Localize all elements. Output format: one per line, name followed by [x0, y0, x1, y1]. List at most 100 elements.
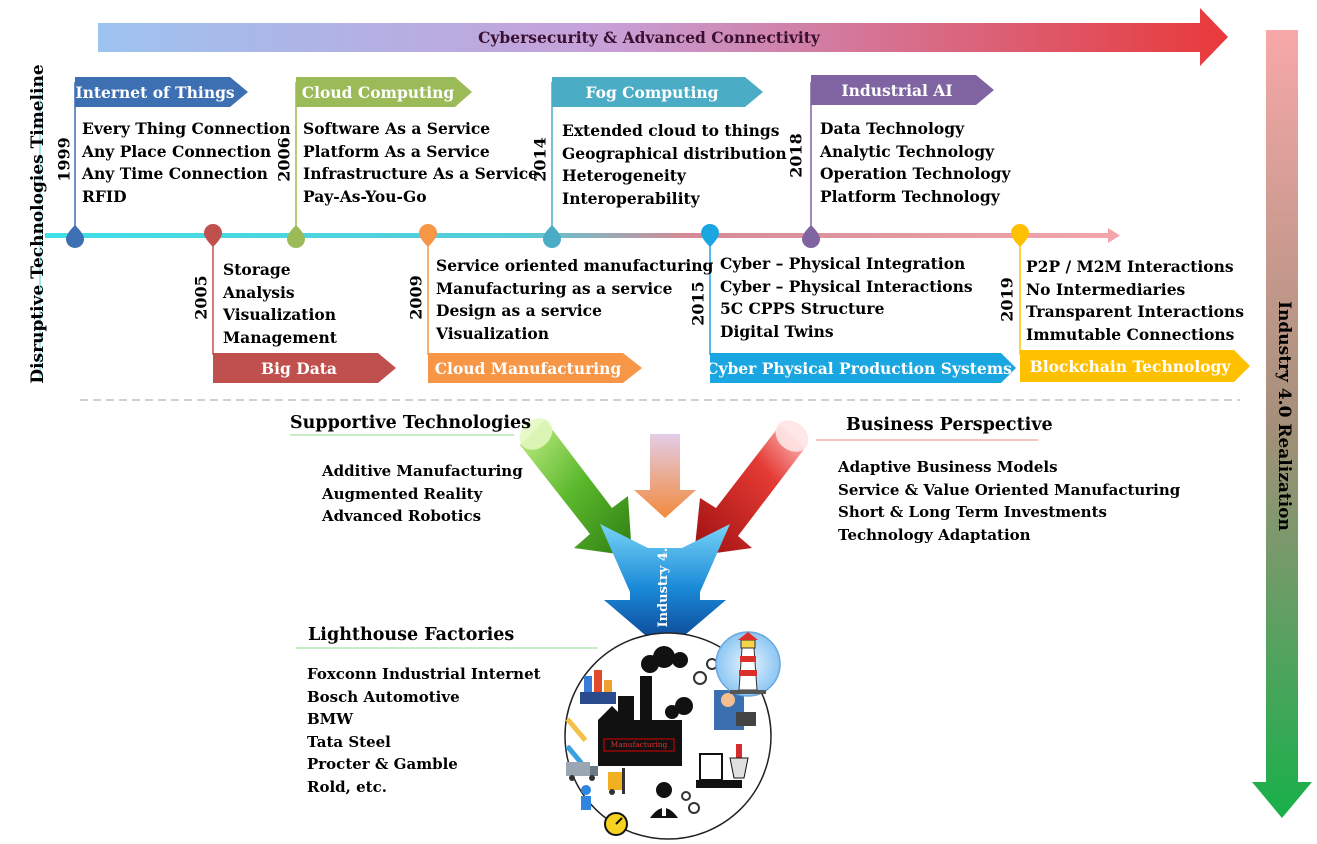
- industry40-arrow: [600, 524, 730, 652]
- tag-industrial-ai: Industrial AI: [841, 80, 953, 100]
- list-item: Any Place Connection: [82, 141, 272, 161]
- list-item: Geographical distribution: [562, 143, 787, 163]
- list-item: 5C CPPS Structure: [720, 299, 885, 318]
- middle-arrow: [634, 434, 696, 518]
- business-arrow: [694, 425, 805, 556]
- year-2018: 2018: [786, 133, 806, 178]
- list-item: Platform Technology: [820, 186, 1000, 206]
- list-item: Manufacturing as a service: [436, 278, 673, 298]
- list-item: Immutable Connections: [1026, 324, 1235, 344]
- year-2019: 2019: [997, 277, 1017, 322]
- engineer-icon: [650, 782, 678, 818]
- list-item: P2P / M2M Interactions: [1026, 257, 1234, 276]
- top-banner-arrow: [98, 8, 1228, 66]
- iot-items: Every Thing Connection Any Place Connect…: [82, 118, 291, 208]
- list-item: Storage: [223, 260, 291, 279]
- factory-sign: Manufacturing: [610, 740, 668, 749]
- list-item: Management: [223, 327, 337, 347]
- list-item: Pay-As-You-Go: [303, 186, 427, 206]
- list-item: Bosch Automotive: [307, 687, 460, 706]
- tag-cpps: Cyber Physical Production Systems: [706, 358, 1012, 378]
- list-item: Cyber – Physical Interactions: [720, 276, 973, 296]
- truck-icon: [566, 762, 598, 781]
- factory-illustration: [564, 631, 781, 840]
- year-2009: 2009: [406, 275, 426, 320]
- list-item: Digital Twins: [720, 321, 834, 341]
- list-item: Data Technology: [820, 119, 965, 138]
- industry40-label: Industry 4.0: [656, 538, 671, 628]
- list-item: Technology Adaptation: [838, 525, 1031, 544]
- list-item: Service oriented manufacturing: [436, 256, 714, 275]
- list-item: Augmented Reality: [322, 484, 483, 503]
- top-banner-label: Cybersecurity & Advanced Connectivity: [478, 28, 820, 47]
- list-item: Cyber – Physical Integration: [720, 254, 966, 273]
- gauge-icon: [604, 812, 628, 836]
- supportive-items: Additive Manufacturing Augmented Reality…: [322, 460, 523, 528]
- right-realization-arrow: [1252, 30, 1312, 818]
- list-item: Analytic Technology: [820, 141, 995, 161]
- list-item: Adaptive Business Models: [838, 458, 1058, 476]
- list-item: Infrastructure As a Service: [303, 164, 539, 183]
- list-item: Every Thing Connection: [82, 119, 291, 138]
- fog-computing-items: Extended cloud to things Geographical di…: [562, 120, 787, 210]
- factory-icon: [598, 646, 693, 766]
- business-title: Business Perspective: [846, 415, 1053, 435]
- forklift-icon: [608, 768, 625, 795]
- list-item: Analysis: [223, 282, 295, 302]
- list-item: Procter & Gamble: [307, 755, 458, 773]
- pin-2019: [1011, 224, 1029, 355]
- list-item: Rold, etc.: [307, 777, 387, 796]
- list-item: Visualization: [436, 323, 549, 343]
- pin-2015: [701, 224, 719, 355]
- tag-banners: [75, 75, 1250, 383]
- list-item: Tata Steel: [307, 732, 391, 751]
- factory-mini-icon: [580, 670, 616, 704]
- tag-fog-computing: Fog Computing: [585, 82, 719, 102]
- cloud-computing-items: Software As a Service Platform As a Serv…: [303, 118, 538, 208]
- right-title: Industry 4.0 Realization: [1274, 301, 1294, 531]
- list-item: BMW: [307, 710, 354, 728]
- tag-big-data: Big Data: [261, 358, 337, 378]
- list-item: Advanced Robotics: [322, 507, 482, 525]
- left-title: Disruptive Technologies Timeline: [28, 64, 48, 384]
- business-items: Adaptive Business Models Service & Value…: [838, 456, 1180, 546]
- cpps-items: Cyber – Physical Integration Cyber – Phy…: [720, 253, 973, 343]
- wrench-icon: [565, 717, 588, 765]
- year-2006: 2006: [274, 137, 294, 182]
- year-1999: 1999: [54, 137, 74, 182]
- list-item: Visualization: [223, 305, 336, 324]
- list-item: Platform As a Service: [303, 141, 490, 161]
- year-2014: 2014: [530, 137, 550, 182]
- robot-arm-icon: [696, 744, 749, 788]
- list-item: No Intermediaries: [1026, 279, 1186, 299]
- pin-2005: [204, 224, 222, 355]
- worker-icon: [581, 785, 591, 810]
- list-item: Interoperability: [562, 188, 700, 208]
- year-2015: 2015: [688, 281, 708, 326]
- list-item: Transparent Interactions: [1026, 302, 1244, 321]
- list-item: Software As a Service: [303, 119, 491, 138]
- converging-arrows: [519, 418, 809, 652]
- cloud-manufacturing-items: Service oriented manufacturing Manufactu…: [436, 255, 713, 345]
- list-item: Extended cloud to things: [562, 121, 780, 140]
- list-item: Service & Value Oriented Manufacturing: [838, 480, 1181, 499]
- pin-2018: [802, 82, 820, 248]
- pin-2009: [419, 224, 437, 355]
- gear-icon: [681, 658, 718, 814]
- year-2005: 2005: [191, 275, 211, 320]
- timeline-line: [45, 233, 1111, 238]
- list-item: Any Time Connection: [82, 164, 268, 183]
- tag-blockchain: Blockchain Technology: [1029, 356, 1231, 376]
- tag-cloud-manufacturing: Cloud Manufacturing: [434, 358, 622, 378]
- tag-internet-of-things: Internet of Things: [75, 82, 235, 102]
- list-item: Design as a service: [436, 301, 602, 320]
- supportive-title: Supportive Technologies: [290, 413, 531, 433]
- tag-cloud-computing: Cloud Computing: [301, 82, 455, 102]
- list-item: Additive Manufacturing: [322, 462, 523, 480]
- list-item: Heterogeneity: [562, 166, 686, 185]
- industrial-ai-items: Data Technology Analytic Technology Oper…: [820, 118, 1010, 208]
- operator-icon: [714, 690, 756, 730]
- lighthouse-items: Foxconn Industrial Internet Bosch Automo…: [307, 663, 541, 798]
- list-item: Foxconn Industrial Internet: [307, 665, 541, 683]
